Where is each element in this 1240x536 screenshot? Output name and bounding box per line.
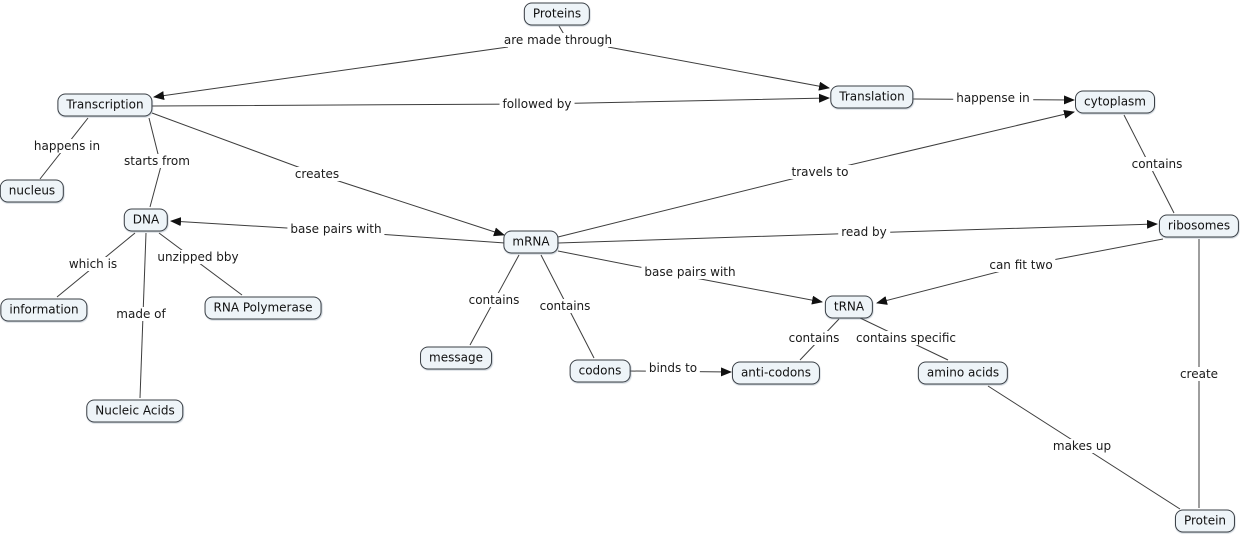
- edge-label-are-made-through[interactable]: are made through: [500, 33, 616, 47]
- node-dna[interactable]: DNA: [123, 208, 169, 232]
- node-trna[interactable]: tRNA: [824, 295, 874, 319]
- edge-label-followed-by[interactable]: followed by: [499, 97, 575, 111]
- link-line-proteins-to-translation: [607, 46, 830, 91]
- node-protein[interactable]: Protein: [1174, 509, 1236, 533]
- edge-label-happense-in[interactable]: happense in: [953, 91, 1033, 105]
- link-line-dna-to-rna-polymerase: [158, 232, 243, 296]
- edge-label-binds-to[interactable]: binds to: [645, 361, 701, 375]
- link-line-proteins-to-transcription: [153, 46, 509, 101]
- edge-label-can-fit-two[interactable]: can fit two: [986, 258, 1056, 272]
- node-transcription[interactable]: Transcription: [57, 93, 153, 117]
- edge-label-contains[interactable]: contains: [465, 293, 523, 307]
- edge-label-which-is[interactable]: which is: [65, 257, 121, 271]
- node-anti-codons[interactable]: anti-codons: [731, 361, 821, 385]
- edge-label-contains[interactable]: contains: [536, 299, 594, 313]
- edge-label-contains[interactable]: contains: [785, 331, 843, 345]
- node-codons[interactable]: codons: [569, 359, 631, 383]
- node-rna-polymerase[interactable]: RNA Polymerase: [204, 296, 322, 320]
- node-ribosomes[interactable]: ribosomes: [1158, 214, 1240, 238]
- edge-label-base-pairs-with[interactable]: base pairs with: [287, 222, 385, 236]
- edge-label-unzipped-bby[interactable]: unzipped bby: [154, 250, 242, 264]
- edge-label-creates[interactable]: creates: [291, 167, 343, 181]
- node-translation[interactable]: Translation: [830, 85, 914, 109]
- edge-label-create[interactable]: create: [1176, 367, 1222, 381]
- edge-label-happens-in[interactable]: happens in: [30, 139, 104, 153]
- node-message[interactable]: message: [420, 346, 492, 370]
- edge-label-makes-up[interactable]: makes up: [1049, 439, 1115, 453]
- edge-label-made-of[interactable]: made of: [113, 307, 169, 321]
- edge-label-read-by[interactable]: read by: [838, 225, 890, 239]
- node-proteins[interactable]: Proteins: [523, 2, 591, 26]
- node-information[interactable]: information: [0, 298, 88, 322]
- node-nucleus[interactable]: nucleus: [0, 179, 65, 203]
- node-cytoplasm[interactable]: cytoplasm: [1075, 90, 1155, 114]
- node-nucleic-acids[interactable]: Nucleic Acids: [86, 399, 184, 423]
- node-mrna[interactable]: mRNA: [503, 230, 559, 254]
- edge-label-base-pairs-with[interactable]: base pairs with: [641, 265, 739, 279]
- edge-label-starts-from[interactable]: starts from: [121, 154, 193, 168]
- link-line-transcription-to-translation: [151, 93, 830, 107]
- edge-label-contains-specific[interactable]: contains specific: [853, 331, 959, 345]
- edge-label-contains[interactable]: contains: [1128, 157, 1186, 171]
- node-amino-acids[interactable]: amino acids: [917, 361, 1009, 385]
- edge-label-travels-to[interactable]: travels to: [788, 165, 852, 179]
